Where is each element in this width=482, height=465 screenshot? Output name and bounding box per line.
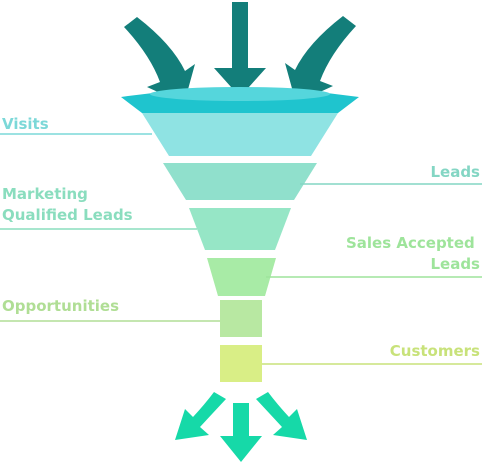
stage-label-marketing-qualified-leads: Marketing Qualified Leads [2, 185, 133, 224]
funnel-rim-opening [150, 87, 330, 101]
stage-label-sales-accepted-leads: Sales Accepted Leads [346, 234, 480, 273]
stage-label-leads: Leads [430, 163, 480, 181]
funnel-stage-sales-accepted-leads [207, 258, 276, 296]
label-line: Marketing [2, 185, 88, 203]
arrow-out-center-icon [220, 403, 262, 462]
stage-label-customers: Customers [390, 342, 480, 360]
label-line: Visits [2, 115, 49, 133]
label-line: Opportunities [2, 297, 119, 315]
label-line: Leads [430, 163, 480, 181]
label-connector-lines [0, 133, 482, 365]
stage-labels: Visits Leads Marketing Qualified Leads S… [2, 115, 480, 360]
stage-label-opportunities: Opportunities [2, 297, 119, 315]
stage-label-visits: Visits [2, 115, 49, 133]
curved-arrow-down-left-icon [124, 17, 195, 104]
funnel-stage-marketing-qualified-leads [189, 208, 291, 250]
incoming-arrows [124, 2, 356, 104]
funnel-stages [142, 113, 338, 382]
funnel-stage-leads [163, 163, 317, 200]
funnel-stage-customers [220, 345, 262, 382]
arrow-down-center-icon [214, 2, 266, 97]
curved-arrow-down-right-icon [285, 16, 356, 103]
label-line: Leads [430, 255, 480, 273]
label-line: Sales Accepted [346, 234, 475, 252]
funnel-stage-opportunities [220, 300, 262, 337]
outgoing-arrows [175, 392, 307, 462]
funnel-rim [121, 87, 359, 113]
label-line: Qualified Leads [2, 206, 133, 224]
arrow-out-right-icon [256, 392, 307, 440]
label-line: Customers [390, 342, 480, 360]
funnel-stage-visits [142, 113, 338, 156]
arrow-out-left-icon [175, 392, 226, 440]
